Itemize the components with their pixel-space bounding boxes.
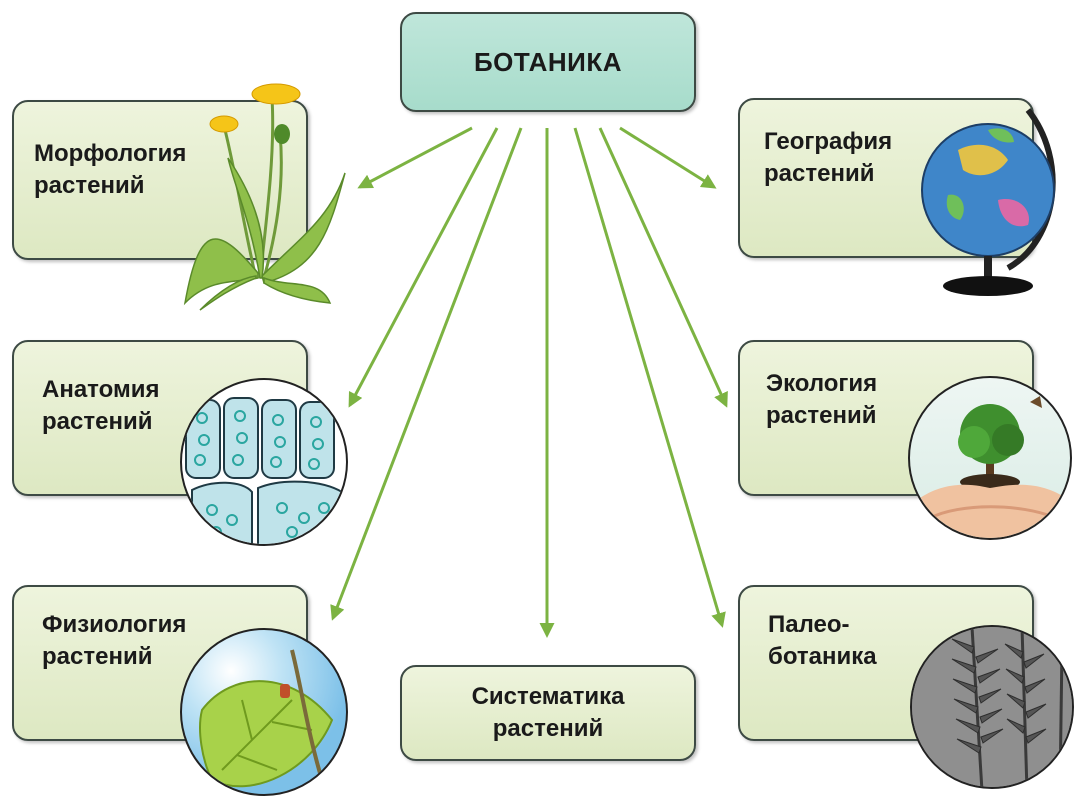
node-anatomy-line2: растений xyxy=(42,408,152,435)
node-paleobotany-line2: ботаника xyxy=(768,643,877,670)
arrow-to-physiology xyxy=(333,128,521,618)
node-geography-label: География растений xyxy=(764,126,892,190)
node-systematics-line2: растений xyxy=(493,715,603,742)
node-systematics-line1: Систематика xyxy=(472,683,625,710)
dandelion-plant-icon xyxy=(180,78,350,313)
node-morphology-line2: растений xyxy=(34,172,144,199)
arrow-to-paleobotany xyxy=(575,128,722,625)
hands-holding-tree-icon xyxy=(908,376,1072,540)
node-paleobotany-line1: Палео- xyxy=(768,611,850,638)
node-ecology-label: Экология растений xyxy=(766,368,877,432)
root-node-botany: БОТАНИКА xyxy=(400,12,696,112)
node-anatomy-label: Анатомия растений xyxy=(42,374,159,438)
plant-cells-icon xyxy=(180,378,348,546)
node-systematics-label: Систематика растений xyxy=(472,681,625,745)
arrow-to-morphology xyxy=(360,128,472,187)
fern-fossil-icon xyxy=(910,625,1074,789)
node-physiology-label: Физиология растений xyxy=(42,609,186,673)
node-morphology-label: Морфология растений xyxy=(34,138,186,202)
arrow-to-anatomy xyxy=(350,128,497,405)
node-geography-line1: География xyxy=(764,128,892,155)
node-morphology-line1: Морфология xyxy=(34,140,186,167)
node-physiology-line1: Физиология xyxy=(42,611,186,638)
node-systematics: Систематика растений xyxy=(400,665,696,761)
node-anatomy-line1: Анатомия xyxy=(42,376,159,403)
arrow-to-geography xyxy=(620,128,714,187)
node-paleobotany-label: Палео- ботаника xyxy=(768,609,877,673)
node-geography-line2: растений xyxy=(764,160,874,187)
root-title: БОТАНИКА xyxy=(474,46,622,78)
sunlit-leaf-icon xyxy=(180,628,348,796)
node-physiology-line2: растений xyxy=(42,643,152,670)
globe-icon xyxy=(918,100,1063,300)
arrow-to-ecology xyxy=(600,128,726,405)
node-ecology-line2: растений xyxy=(766,402,876,429)
node-ecology-line1: Экология xyxy=(766,370,877,397)
